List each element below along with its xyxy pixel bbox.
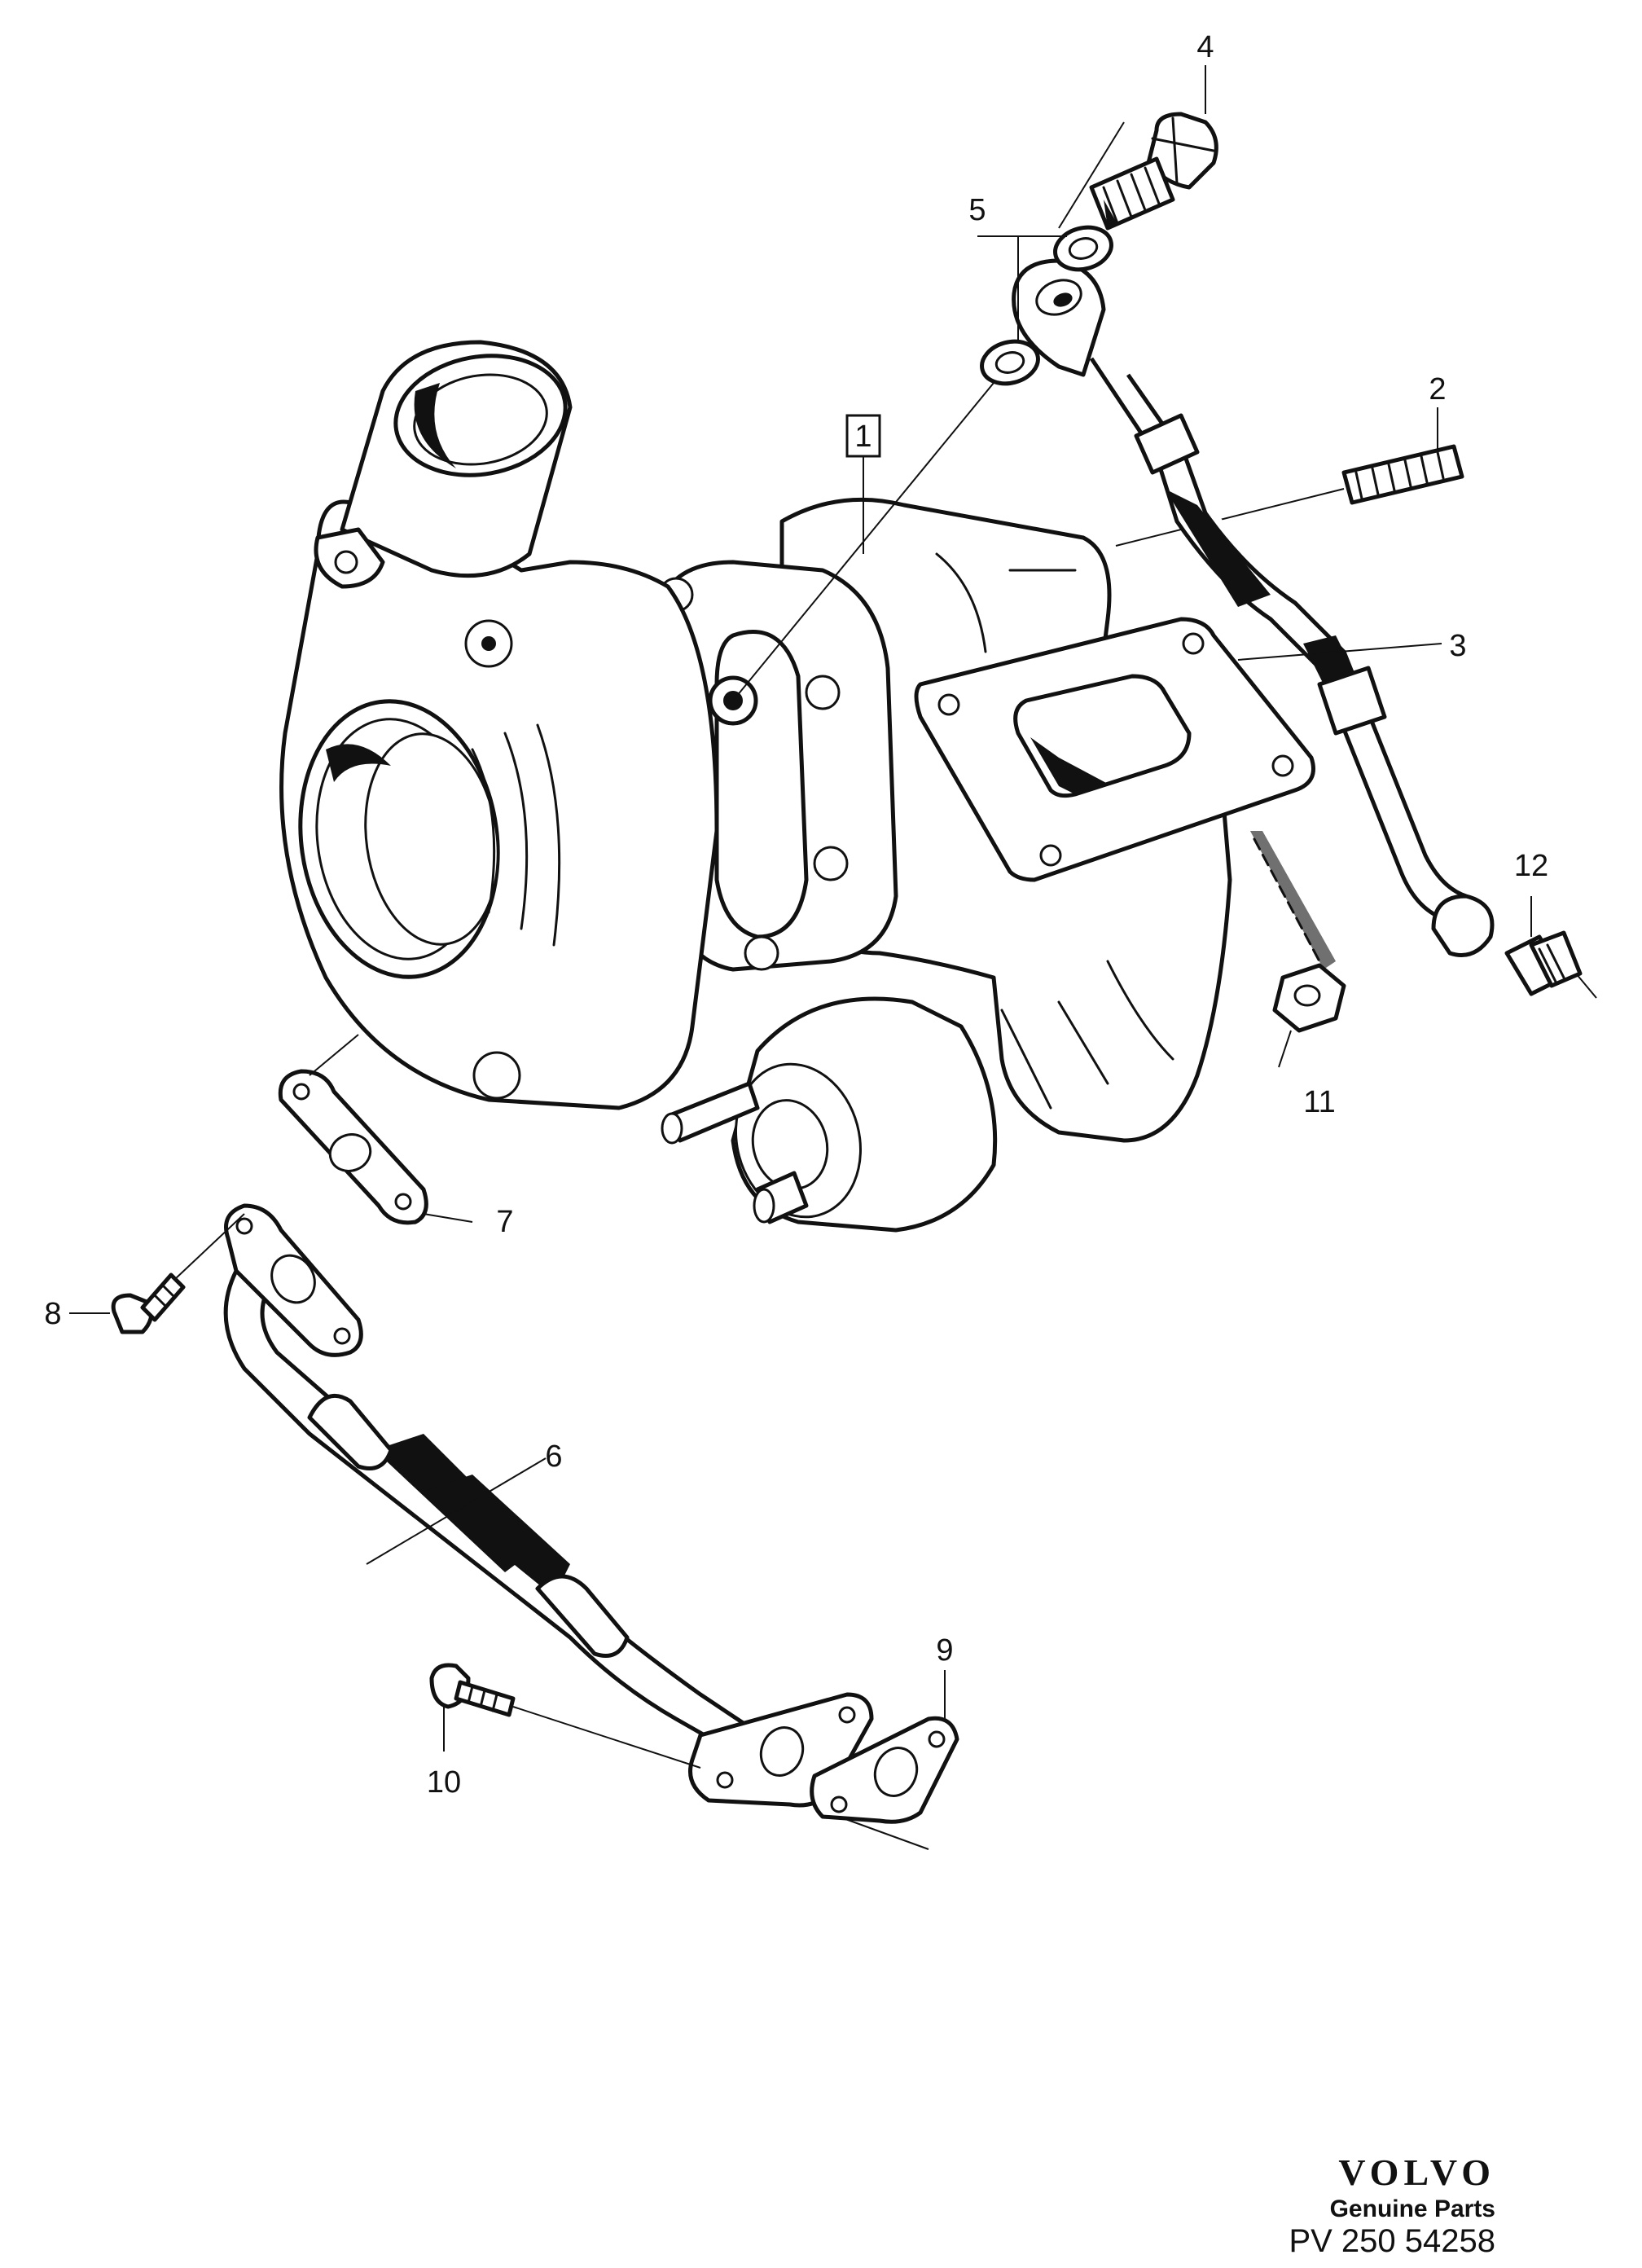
flange-nut (1250, 831, 1346, 1068)
callout-10: 10 (427, 1765, 461, 1800)
callout-4: 4 (1196, 30, 1214, 64)
oil-return-pipe (223, 1203, 874, 1808)
stud-part (1115, 444, 1464, 547)
callout-leaders (863, 65, 1438, 554)
callout-3: 3 (1449, 629, 1466, 663)
callout-6: 6 (545, 1439, 562, 1474)
callout-12: 12 (1514, 849, 1548, 883)
screw-upper (69, 1213, 245, 1334)
callout-11: 11 (1303, 1085, 1335, 1119)
gasket-lower (810, 1670, 959, 1824)
volvo-logo: VOLVO (1338, 2152, 1495, 2193)
turbocharger-unit (279, 340, 1315, 1233)
callout-1-box (845, 414, 881, 458)
oil-feed-pipe (1012, 258, 1495, 957)
callout-8: 8 (44, 1297, 61, 1331)
callout-1: 1 (854, 420, 871, 454)
drawing-number: PV 250 54258 (1289, 2223, 1495, 2259)
callout-labels: 1 2 3 4 5 6 7 8 9 10 11 12 (44, 30, 1548, 1800)
callout-7: 7 (496, 1205, 513, 1239)
brand-subtitle: Genuine Parts (1329, 2195, 1495, 2222)
callout-2: 2 (1429, 372, 1446, 407)
banjo-bolt (1089, 112, 1218, 231)
sealing-washers (732, 121, 1125, 701)
gasket-upper (278, 1034, 473, 1225)
callout-9: 9 (936, 1633, 953, 1668)
brand-block: VOLVO Genuine Parts PV 250 54258 (1284, 2151, 1495, 2260)
callout-5: 5 (968, 193, 986, 227)
screw-lower (429, 1663, 929, 1850)
union-fitting (1504, 896, 1597, 999)
